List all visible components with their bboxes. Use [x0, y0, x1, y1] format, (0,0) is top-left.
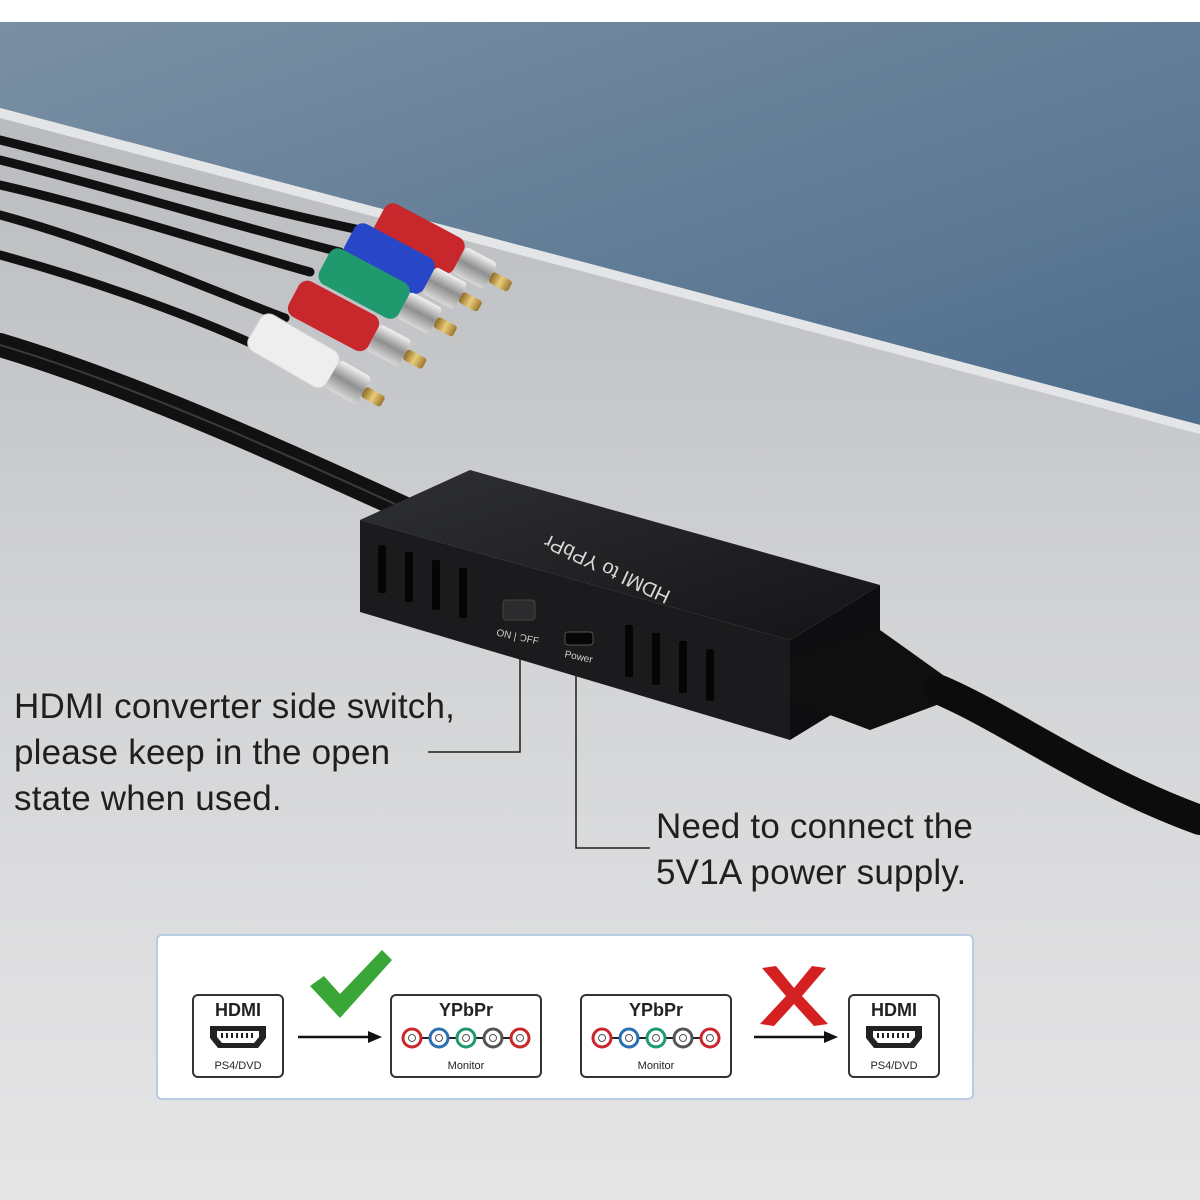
rca-plug-green: [318, 248, 457, 337]
converter-top: [360, 470, 880, 640]
check-mark-icon: [310, 950, 392, 1018]
power-note-line-1: Need to connect the: [656, 807, 974, 846]
hdmi-port-icon: [210, 1026, 266, 1048]
desk-edge: [0, 108, 1200, 434]
rca-plug-blue: [343, 223, 482, 312]
power-port: [564, 631, 594, 646]
hdmi-cable: [925, 675, 1200, 835]
hdmi-source-sub: PS4/DVD: [214, 1060, 262, 1072]
ypbpr-source-name: YPbPr: [628, 1000, 684, 1020]
vent-slots: [378, 545, 714, 701]
switch-note-line-3: state when used.: [14, 779, 282, 818]
switch-note-line-1: HDMI converter side switch,: [14, 687, 456, 726]
rca-plug-white: [247, 313, 385, 407]
rca-plug-red-bottom: [287, 280, 427, 369]
ypbpr-jacks-icon: [591, 1027, 721, 1049]
wall: [0, 22, 1200, 425]
ypbpr-jacks-icon: [401, 1027, 531, 1049]
switch-callout-line: [428, 632, 521, 753]
hdmi-target-device: HDMI PS4/DVD: [848, 994, 940, 1078]
rca-plug-red-top: [373, 203, 512, 292]
switch-note: HDMI converter side switch, please keep …: [14, 684, 455, 822]
power-switch: [502, 599, 536, 621]
hdmi-port-icon: [866, 1026, 922, 1048]
arrow-right-icon: [754, 1031, 838, 1043]
ypbpr-source-device: YPbPr Monitor: [580, 994, 732, 1078]
power-note: Need to connect the 5V1A power supply.: [656, 804, 973, 896]
power-callout-line: [575, 668, 650, 849]
hdmi-source-device: HDMI PS4/DVD: [192, 994, 284, 1078]
arrow-right-icon: [298, 1031, 382, 1043]
cable-bundle: [0, 135, 442, 532]
hdmi-plug: [790, 630, 950, 730]
switch-note-line-2: please keep in the open: [14, 733, 391, 772]
ypbpr-source-sub: Monitor: [637, 1060, 675, 1072]
hdmi-source-name: HDMI: [215, 1000, 261, 1020]
ypbpr-target-device: YPbPr Monitor: [390, 994, 542, 1078]
hdmi-target-sub: PS4/DVD: [870, 1060, 918, 1072]
power-note-line-2: 5V1A power supply.: [656, 853, 967, 892]
compatibility-diagram: HDMI PS4/DVD YPbPr: [156, 934, 974, 1100]
ypbpr-target-sub: Monitor: [447, 1060, 485, 1072]
converter-box: [360, 470, 1200, 835]
hdmi-target-name: HDMI: [871, 1000, 917, 1020]
x-mark-icon: [760, 966, 828, 1026]
ypbpr-target-name: YPbPr: [438, 1000, 494, 1020]
top-border: [0, 0, 1200, 22]
